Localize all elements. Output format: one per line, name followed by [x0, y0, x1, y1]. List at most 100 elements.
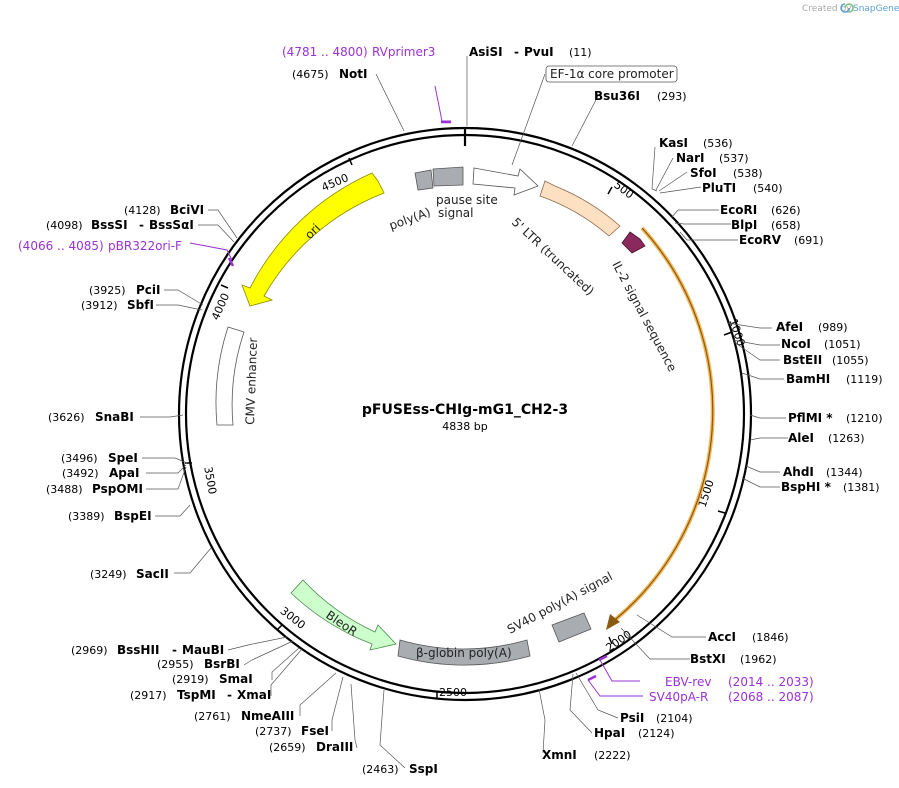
enzyme-labels: AsiSI - PvuI (11) (4675) NotI EF-1α core…	[46, 45, 883, 776]
ltr-feature[interactable]	[539, 180, 621, 237]
enzyme-acci[interactable]: AccI (1846)	[708, 630, 789, 644]
svg-text:PciI: PciI	[136, 283, 161, 297]
svg-text:EcoRV: EcoRV	[739, 233, 782, 247]
ef1a-promoter-feature[interactable]	[472, 167, 539, 196]
svg-text:(4781 .. 4800): (4781 .. 4800)	[282, 45, 368, 59]
il2-signal-feature[interactable]	[621, 231, 646, 254]
svg-text:SnaBI: SnaBI	[95, 410, 134, 424]
bleor-label: BleoR	[323, 608, 360, 639]
svg-text:BamHI: BamHI	[786, 372, 830, 386]
enzyme-snabi[interactable]: (3626) SnaBI	[48, 410, 134, 424]
enzyme-xmni[interactable]: XmnI (2222)	[542, 748, 631, 762]
svg-text:NarI: NarI	[676, 151, 705, 165]
enzyme-sfoi[interactable]: SfoI (538)	[690, 166, 763, 180]
enzyme-hpai[interactable]: HpaI (2124)	[594, 726, 675, 740]
enzyme-asisi-pvui[interactable]: AsiSI - PvuI (11)	[469, 45, 592, 59]
enzyme-pcii[interactable]: (3925) PciI	[89, 283, 161, 297]
ori-feature[interactable]	[241, 172, 385, 307]
enzyme-ecorv[interactable]: EcoRV (691)	[739, 233, 824, 247]
svg-text:SacII: SacII	[136, 567, 169, 581]
svg-text:ApaI: ApaI	[109, 466, 139, 480]
enzyme-alei[interactable]: AleI (1263)	[788, 431, 865, 445]
enzyme-bamhi[interactable]: BamHI (1119)	[786, 372, 883, 386]
plasmid-name: pFUSEss-CHIg-mG1_CH2-3	[362, 402, 568, 418]
enzyme-bsrbi[interactable]: (2955) BsrBI	[157, 657, 240, 671]
primer-sv40pa-r[interactable]: SV40pA-R (2068 .. 2087)	[649, 690, 814, 704]
enzyme-ncoi[interactable]: NcoI (1051)	[781, 337, 861, 351]
enzyme-afei[interactable]: AfeI (989)	[776, 320, 848, 334]
enzyme-apai[interactable]: (3492) ApaI	[62, 466, 139, 480]
cmv-enhancer-feature[interactable]	[215, 326, 245, 426]
enzyme-bsu36i[interactable]: Bsu36I (293)	[594, 89, 687, 103]
tick-label: 2500	[439, 686, 467, 699]
tick-label: 3500	[201, 465, 219, 495]
enzyme-bsssi[interactable]: (4098) BssSI - BssSαI	[46, 218, 194, 232]
svg-text:(2463): (2463)	[362, 763, 399, 776]
ef1a-promoter-callout[interactable]: EF-1α core promoter	[545, 65, 678, 83]
polya-feature[interactable]	[414, 169, 434, 191]
cds-arc-line	[615, 227, 714, 620]
enzyme-pspomi[interactable]: (3488) PspOMI	[46, 482, 143, 496]
polya-label: poly(A)	[387, 205, 432, 233]
pause-site-label-2: signal	[438, 206, 474, 220]
svg-text:-: -	[139, 218, 144, 232]
pause-site-feature[interactable]	[432, 166, 464, 187]
svg-text:SV40pA-R: SV40pA-R	[649, 690, 708, 704]
svg-text:(536): (536)	[703, 137, 733, 150]
svg-text:BstXI: BstXI	[690, 652, 726, 666]
enzyme-ahdi[interactable]: AhdI (1344)	[783, 465, 863, 479]
svg-text:(1381): (1381)	[843, 481, 880, 494]
enzyme-psii[interactable]: PsiI (2104)	[620, 711, 693, 725]
svg-text:PvuI: PvuI	[524, 45, 554, 59]
enzyme-spei[interactable]: (3496) SpeI	[61, 451, 138, 465]
enzyme-pflmi[interactable]: PflMI * (1210)	[788, 411, 883, 425]
svg-text:(658): (658)	[771, 219, 801, 232]
svg-text:(2917): (2917)	[130, 689, 167, 702]
svg-text:TspMI: TspMI	[177, 688, 216, 702]
enzyme-bsphi[interactable]: BspHI * (1381)	[781, 480, 880, 494]
svg-text:(293): (293)	[657, 90, 687, 103]
sv40-polya-feature[interactable]	[551, 612, 592, 643]
svg-text:SbfI: SbfI	[127, 298, 154, 312]
enzyme-sacii[interactable]: (3249) SacII	[90, 567, 169, 581]
primer-ebv-rev[interactable]: EBV-rev (2014 .. 2033)	[665, 675, 814, 689]
bglobin-polya-feature[interactable]	[397, 639, 531, 666]
svg-text:(989): (989)	[818, 321, 848, 334]
enzyme-pluti[interactable]: PluTI (540)	[702, 181, 783, 195]
enzyme-nari[interactable]: NarI (537)	[676, 151, 749, 165]
enzyme-bstxi[interactable]: BstXI (1962)	[690, 652, 777, 666]
primer-pbr322ori-f[interactable]: (4066 .. 4085) pBR322ori-F	[18, 239, 182, 253]
svg-text:(3488): (3488)	[46, 483, 83, 496]
enzyme-ecori[interactable]: EcoRI (626)	[720, 203, 801, 217]
bleor-feature[interactable]	[290, 579, 397, 651]
enzyme-nmeaiii[interactable]: (2761) NmeAIII	[194, 709, 294, 723]
enzyme-bspei[interactable]: (3389) BspEI	[68, 509, 152, 523]
svg-text:(3925): (3925)	[89, 284, 126, 297]
enzyme-draiii[interactable]: (2659) DraIII	[269, 740, 353, 754]
enzyme-noti[interactable]: (4675) NotI	[292, 67, 368, 81]
svg-text:MauBI: MauBI	[182, 643, 224, 657]
svg-text:(1119): (1119)	[846, 373, 883, 386]
enzyme-bsteii[interactable]: BstEII (1055)	[783, 353, 869, 367]
enzyme-bsshii-maubi[interactable]: (2969) BssHII - MauBI	[71, 643, 224, 657]
svg-text:PluTI: PluTI	[702, 181, 736, 195]
svg-text:(2104): (2104)	[656, 712, 693, 725]
enzyme-sspi[interactable]: (2463) SspI	[362, 762, 438, 776]
primer-rvprimer3[interactable]: (4781 .. 4800) RVprimer3	[282, 45, 435, 59]
enzyme-tspmi-xmai[interactable]: (2917) TspMI - XmaI	[130, 688, 271, 702]
plasmid-length: 4838 bp	[442, 420, 487, 433]
enzyme-blpi[interactable]: BlpI (658)	[731, 218, 801, 232]
svg-text:SspI: SspI	[409, 762, 438, 776]
enzyme-sbfi[interactable]: (3912) SbfI	[81, 298, 154, 312]
svg-text:(2761): (2761)	[194, 710, 231, 723]
enzyme-kasi[interactable]: KasI (536)	[659, 136, 733, 150]
svg-text:(3492): (3492)	[62, 467, 99, 480]
enzyme-fsei[interactable]: (2737) FseI	[255, 724, 329, 738]
svg-text:NcoI: NcoI	[781, 337, 811, 351]
enzyme-smai[interactable]: (2919) SmaI	[172, 672, 253, 686]
svg-text:PflMI *: PflMI *	[788, 411, 833, 425]
enzyme-bcivi[interactable]: (4128) BciVI	[124, 203, 204, 217]
svg-text:(2014 .. 2033): (2014 .. 2033)	[728, 675, 814, 689]
svg-text:EF-1α core promoter: EF-1α core promoter	[550, 67, 674, 81]
bglobin-polya-label: β-globin poly(A)	[416, 646, 512, 660]
